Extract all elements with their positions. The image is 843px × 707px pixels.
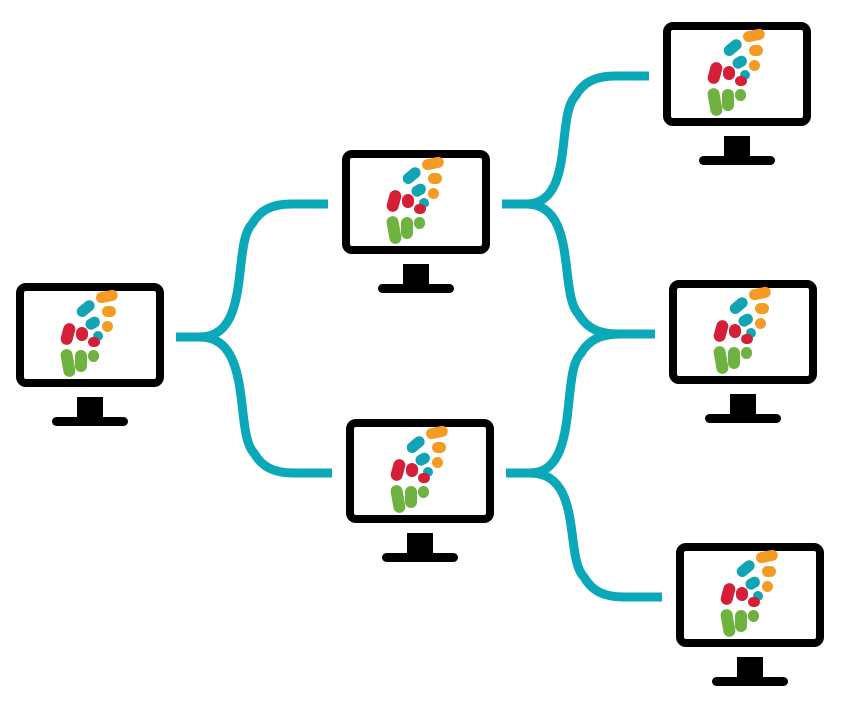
monitor-node-leaf-middle xyxy=(669,280,817,423)
monitor-stand-neck xyxy=(407,533,433,555)
monitor-screen xyxy=(16,283,164,387)
monitor-screen xyxy=(346,419,494,523)
connector-root-to-mid-bottom xyxy=(176,332,332,478)
monitor-node-leaf-bottom xyxy=(676,543,824,686)
monitor-screen xyxy=(676,543,824,647)
monitor-stand-base xyxy=(705,414,781,423)
monitor-stand-base xyxy=(52,417,128,426)
monitor-screen xyxy=(669,280,817,384)
monitor-screen xyxy=(663,22,811,126)
monitor-nodes xyxy=(16,22,824,686)
monitor-screen xyxy=(342,150,490,254)
connector-mid-top-to-leaf-top xyxy=(502,71,649,209)
connector-root-to-mid-top xyxy=(176,199,328,342)
connector-lines xyxy=(176,71,662,602)
monitor-node-root xyxy=(16,283,164,426)
monitor-stand-base xyxy=(382,553,458,562)
connector-mid-top-to-leaf-middle xyxy=(502,199,655,339)
monitor-stand-base xyxy=(712,677,788,686)
monitor-node-mid-top xyxy=(342,150,490,293)
monitor-stand-base xyxy=(699,156,775,165)
connector-mid-bottom-to-leaf-middle xyxy=(506,329,655,478)
monitor-node-leaf-top xyxy=(663,22,811,165)
monitor-stand-neck xyxy=(403,264,429,286)
monitor-stand-base xyxy=(378,284,454,293)
monitor-stand-neck xyxy=(77,397,103,419)
monitor-stand-neck xyxy=(724,136,750,158)
monitor-node-mid-bottom xyxy=(346,419,494,562)
monitor-stand-neck xyxy=(730,394,756,416)
connector-mid-bottom-to-leaf-bottom xyxy=(506,468,662,602)
monitor-stand-neck xyxy=(737,657,763,679)
